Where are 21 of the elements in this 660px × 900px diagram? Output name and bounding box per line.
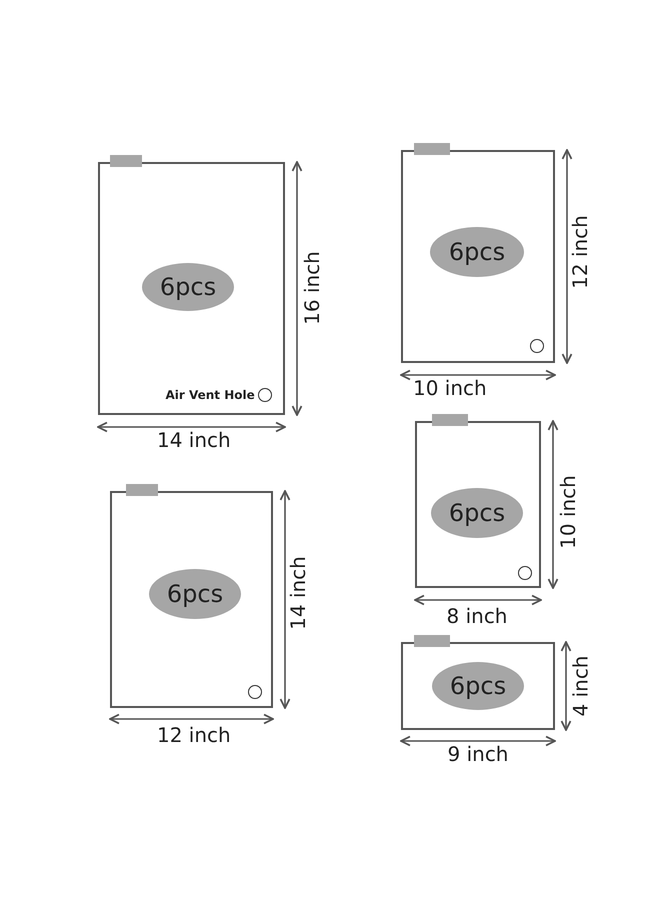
dimension-label: 10 inch (556, 475, 579, 549)
dimension-label: 9 inch (448, 743, 508, 765)
dimension-label: 12 inch (568, 215, 591, 289)
quantity-oval: 6pcs (432, 662, 524, 710)
quantity-oval: 6pcs (149, 569, 241, 619)
bag-outline (401, 150, 555, 363)
dimension-label: 12 inch (157, 724, 231, 746)
bag-outline (415, 421, 541, 588)
quantity-oval: 6pcs (142, 263, 234, 311)
bag-outline (401, 642, 555, 730)
vent-hole-label: Air Vent Hole (166, 388, 255, 402)
dimension-label: 14 inch (286, 556, 309, 630)
dimension-label: 8 inch (446, 605, 508, 627)
dimension-label: 16 inch (300, 251, 323, 325)
dimension-label: 14 inch (157, 429, 231, 451)
quantity-oval: 6pcs (430, 227, 524, 277)
quantity-oval: 6pcs (431, 488, 523, 538)
bag-outline (98, 162, 285, 415)
dimension-label: 4 inch (569, 656, 591, 716)
dimension-label: 10 inch (413, 377, 487, 399)
bag-outline (110, 491, 273, 708)
